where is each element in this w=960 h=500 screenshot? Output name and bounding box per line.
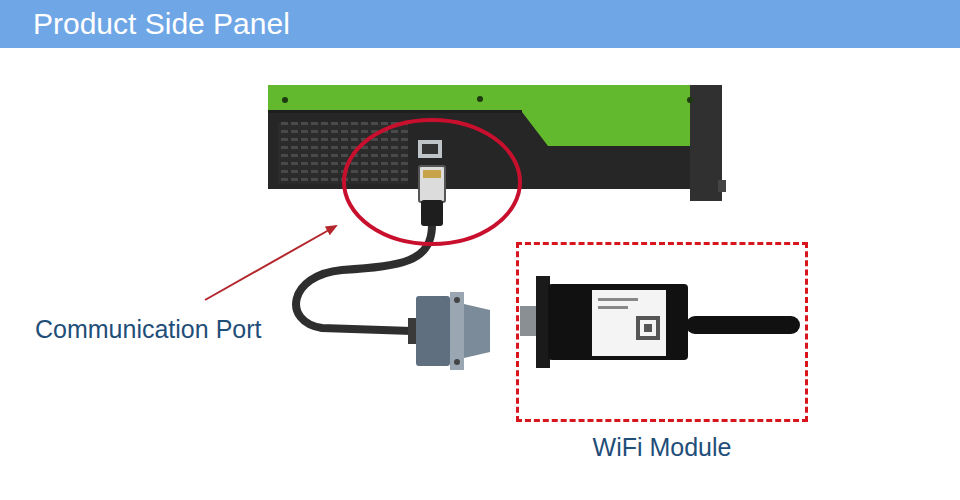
wifi-module xyxy=(636,316,660,340)
db9-connector xyxy=(450,292,464,370)
db9-connector xyxy=(454,359,460,365)
db9-connector xyxy=(408,292,490,370)
wifi-module xyxy=(592,290,666,356)
wifi-module xyxy=(598,298,638,301)
callout-label: Communication Port xyxy=(35,314,261,344)
inverter-body xyxy=(687,97,693,103)
inverter-body xyxy=(418,140,442,158)
page-title: Product Side Panel xyxy=(33,6,290,42)
inverter-body xyxy=(477,96,483,102)
inverter-body xyxy=(422,144,438,154)
node-text-holder: WiFi Module xyxy=(516,242,808,462)
dashed-module-frame: WiFi Module xyxy=(516,242,808,462)
module-heading: WiFi Module xyxy=(516,432,808,462)
wifi-module xyxy=(548,284,688,360)
inverter-body xyxy=(718,180,726,192)
wifi-module xyxy=(686,316,800,334)
rj45-cable xyxy=(423,170,441,178)
inverter-body xyxy=(282,97,288,103)
wifi-module xyxy=(536,276,550,368)
inverter-body xyxy=(690,85,722,201)
db9-connector xyxy=(464,304,490,358)
inverter-body xyxy=(268,110,522,113)
rj45-cable xyxy=(421,200,443,226)
port-highlight xyxy=(344,120,520,244)
rj45-cable xyxy=(419,166,445,202)
leader-arrow xyxy=(205,226,336,300)
wifi-module xyxy=(520,276,800,368)
header-band: Product Side Panel xyxy=(0,0,960,48)
db9-connector xyxy=(416,296,450,366)
wifi-module xyxy=(598,306,628,309)
port-highlight xyxy=(344,120,520,244)
inverter-body xyxy=(268,85,726,201)
wifi-module xyxy=(644,324,652,332)
wifi-module xyxy=(640,320,656,336)
leader-arrow xyxy=(205,226,336,300)
db9-connector xyxy=(454,297,460,303)
dashed-border xyxy=(516,242,808,422)
